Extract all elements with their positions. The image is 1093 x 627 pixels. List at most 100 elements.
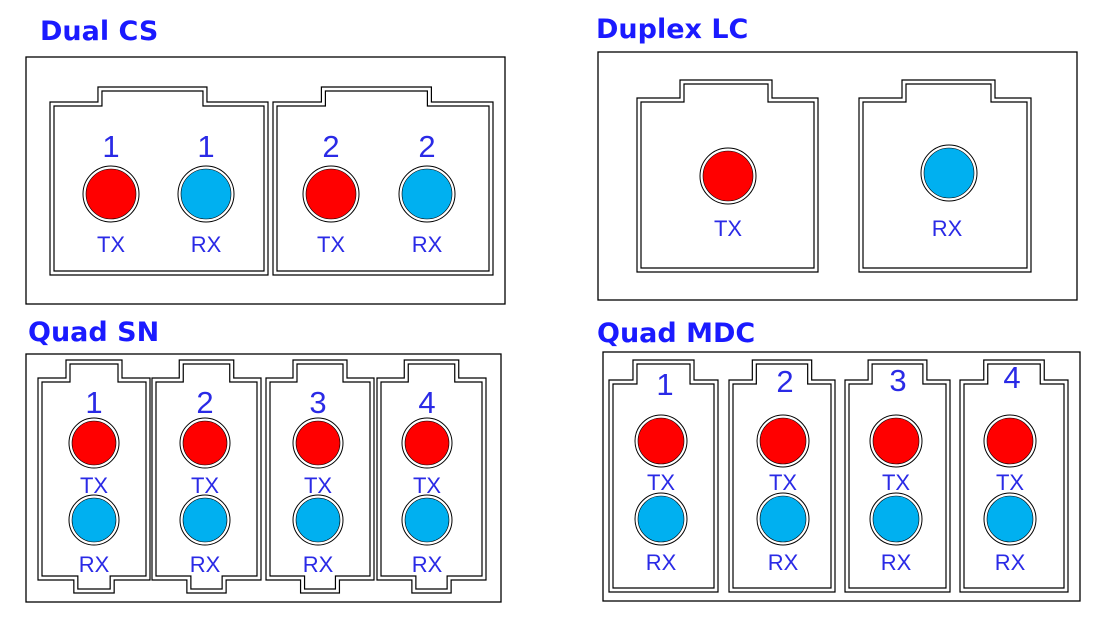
mdc-port-3-tx-fiber-fill — [872, 417, 920, 465]
cs-port-2-rx-number: 2 — [418, 129, 435, 164]
sn-port-2-tx-label: TX — [191, 473, 219, 498]
dual-cs-title: Dual CS — [40, 16, 159, 47]
mdc-port-4-tx-fiber-fill — [986, 417, 1034, 465]
sn-port-4-tx-label: TX — [413, 473, 441, 498]
sn-connector-4 — [376, 359, 487, 594]
mdc-port-1-tx-fiber — [634, 414, 688, 468]
lc-rx-label: RX — [932, 216, 963, 241]
lc-connector-1 — [636, 79, 819, 273]
duplex-lc-title: Duplex LC — [596, 14, 749, 45]
sn-port-4-tx-fiber-fill — [404, 420, 450, 466]
lc-tx-fiber — [699, 147, 757, 205]
cs-port-1-tx-number: 1 — [102, 129, 119, 164]
mdc-port-2-rx-label: RX — [768, 550, 799, 575]
mdc-port-1-tx-fiber-fill — [637, 417, 685, 465]
sn-connector-2 — [151, 359, 262, 594]
mdc-connector-3-inner — [848, 363, 947, 589]
cs-connector-2 — [272, 86, 494, 276]
mdc-port-2-tx-fiber-fill — [759, 417, 807, 465]
sn-port-4-rx-label: RX — [412, 552, 443, 577]
cs-port-1-tx-fiber-fill — [85, 168, 137, 220]
sn-port-3-rx-fiber — [292, 494, 344, 546]
lc-connector-2 — [858, 79, 1032, 273]
mdc-port-1-rx-fiber — [634, 492, 688, 546]
duplex-lc-frame — [597, 51, 1078, 301]
cs-port-2-rx-fiber-fill — [401, 168, 453, 220]
quad-mdc-frame — [602, 351, 1081, 602]
sn-port-4-number: 4 — [418, 385, 435, 420]
sn-port-3-tx-fiber — [292, 417, 344, 469]
sn-port-1-tx-fiber — [68, 417, 120, 469]
mdc-connector-3-outer — [844, 359, 951, 593]
sn-connector-3-outer — [265, 359, 375, 594]
sn-port-1-rx-label: RX — [79, 552, 110, 577]
sn-port-2-tx-fiber — [179, 417, 231, 469]
sn-port-1-tx-label: TX — [80, 473, 108, 498]
sn-connector-2-outer — [151, 359, 262, 594]
cs-port-1-tx-label: TX — [97, 232, 125, 257]
sn-port-1-rx-fiber — [68, 494, 120, 546]
lc-connector-2-outer — [858, 79, 1032, 273]
mdc-port-1-rx-fiber-fill — [637, 495, 685, 543]
mdc-port-2-rx-fiber-fill — [759, 495, 807, 543]
mdc-connector-1-inner — [612, 363, 715, 589]
mdc-port-2-number: 2 — [776, 364, 793, 399]
mdc-port-4-rx-label: RX — [995, 550, 1026, 575]
cs-port-2-rx-label: RX — [412, 232, 443, 257]
quad-sn-title: Quad SN — [28, 317, 160, 348]
cs-port-1-rx-fiber-fill — [180, 168, 232, 220]
sn-port-2-rx-label: RX — [190, 552, 221, 577]
cs-connector-1-inner — [53, 90, 265, 272]
mdc-port-1-tx-label: TX — [647, 470, 675, 495]
mdc-port-1-rx-label: RX — [646, 550, 677, 575]
mdc-port-3-rx-fiber-fill — [872, 495, 920, 543]
mdc-port-2-tx-label: TX — [769, 470, 797, 495]
sn-connector-1-inner — [41, 363, 147, 590]
mdc-port-1-number: 1 — [656, 367, 673, 402]
sn-connector-3-inner — [269, 363, 371, 590]
sn-port-4-rx-fiber — [401, 494, 453, 546]
mdc-port-3-tx-fiber — [869, 414, 923, 468]
mdc-connector-2-inner — [732, 363, 832, 589]
cs-port-2-tx-label: TX — [317, 232, 345, 257]
lc-tx-fiber-fill — [702, 150, 754, 202]
sn-port-1-number: 1 — [85, 385, 102, 420]
sn-port-3-rx-label: RX — [303, 552, 334, 577]
sn-port-4-rx-fiber-fill — [404, 497, 450, 543]
mdc-port-3-tx-label: TX — [882, 470, 910, 495]
lc-connector-1-inner — [640, 83, 815, 269]
lc-tx-label: TX — [714, 216, 742, 241]
sn-connector-1 — [37, 359, 151, 594]
mdc-port-3-number: 3 — [889, 363, 906, 398]
lc-connector-1-outer — [636, 79, 819, 273]
mdc-port-4-number: 4 — [1003, 360, 1020, 395]
mdc-connector-1-outer — [608, 359, 719, 593]
sn-connector-4-outer — [376, 359, 487, 594]
sn-port-2-tx-fiber-fill — [182, 420, 228, 466]
mdc-port-4-tx-label: TX — [996, 470, 1024, 495]
cs-port-2-tx-fiber — [302, 165, 360, 223]
cs-port-1-rx-label: RX — [191, 232, 222, 257]
sn-port-4-tx-fiber — [401, 417, 453, 469]
cs-port-2-rx-fiber — [398, 165, 456, 223]
cs-connector-1 — [49, 86, 269, 276]
mdc-connector-4-inner — [963, 363, 1065, 589]
cs-connector-2-inner — [276, 90, 490, 272]
mdc-port-2-tx-fiber — [756, 414, 810, 468]
mdc-connector-2-outer — [728, 359, 836, 593]
sn-port-3-tx-fiber-fill — [295, 420, 341, 466]
sn-port-1-rx-fiber-fill — [71, 497, 117, 543]
mdc-port-4-rx-fiber — [983, 492, 1037, 546]
mdc-port-3-rx-label: RX — [881, 550, 912, 575]
sn-connector-4-inner — [380, 363, 483, 590]
mdc-connector-4 — [959, 359, 1069, 593]
mdc-connector-2 — [728, 359, 836, 593]
cs-port-1-rx-fiber — [177, 165, 235, 223]
sn-port-2-number: 2 — [196, 385, 213, 420]
quad-mdc-title: Quad MDC — [597, 318, 756, 349]
lc-rx-fiber-fill — [923, 147, 975, 199]
mdc-port-4-rx-fiber-fill — [986, 495, 1034, 543]
cs-port-2-tx-fiber-fill — [305, 168, 357, 220]
